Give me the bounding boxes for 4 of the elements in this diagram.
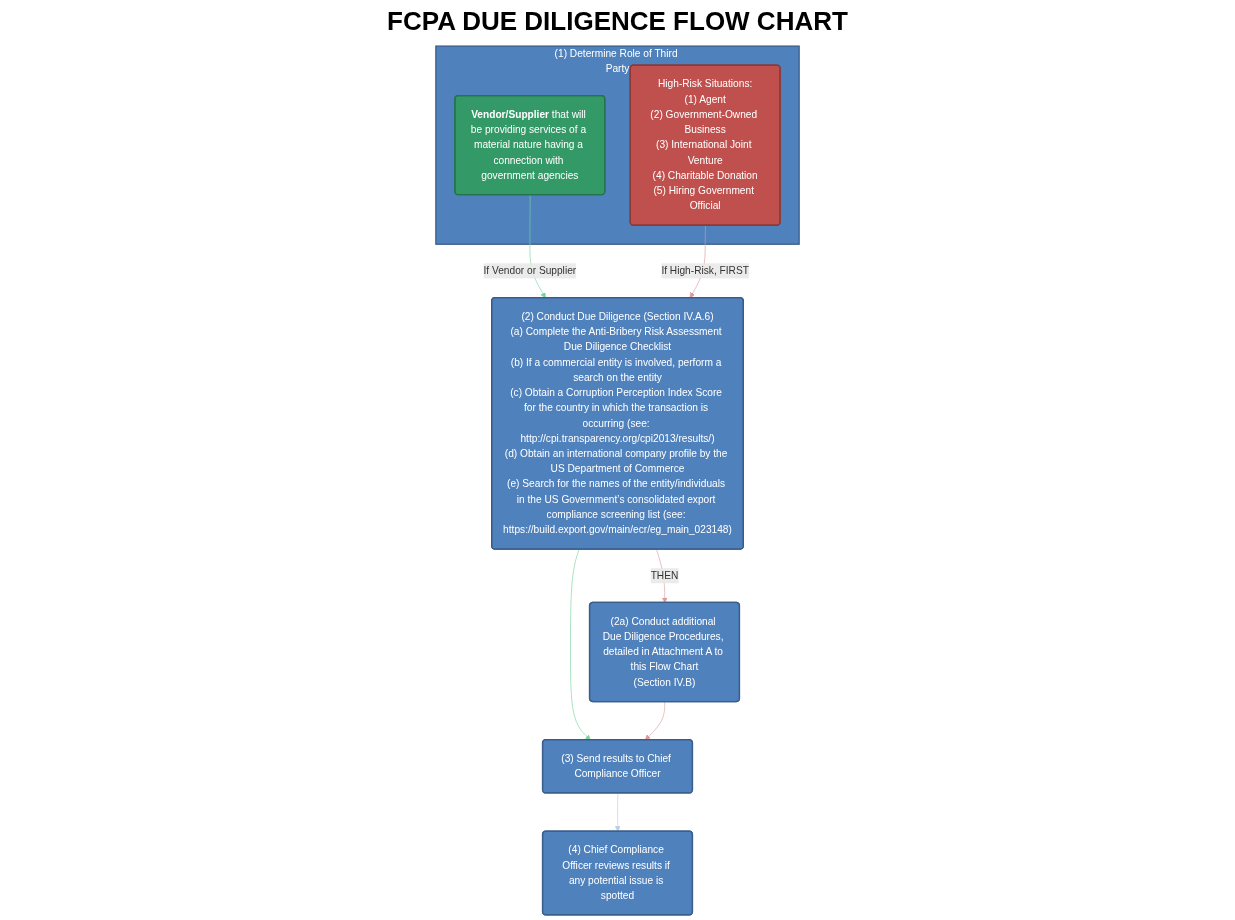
edge-label: THEN [650, 570, 679, 581]
diagram-title: FCPA DUE DILIGENCE FLOW CHART [387, 6, 848, 37]
edge-label: If Vendor or Supplier [483, 265, 577, 276]
edge-label: If High-Risk, FIRST [661, 265, 749, 276]
